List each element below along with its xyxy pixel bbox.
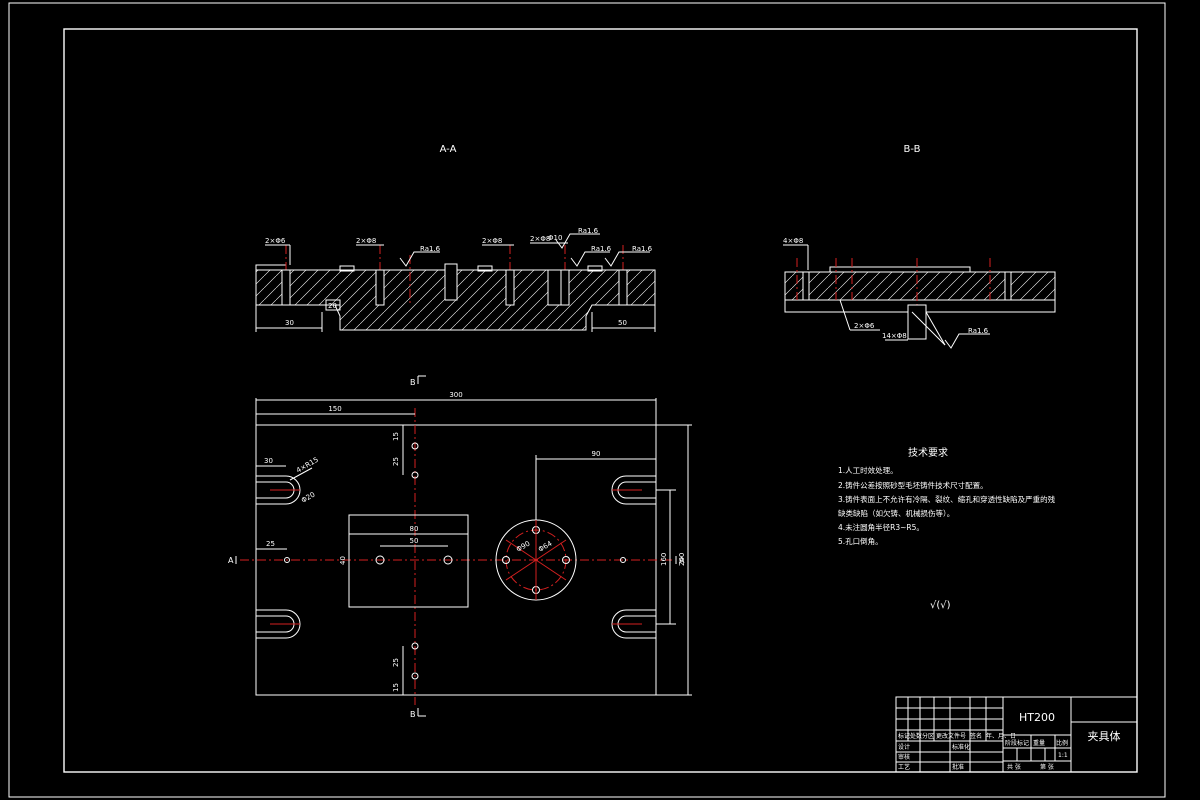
title-block-part-name: 夹具体 (1088, 729, 1121, 743)
plan-dim-rect-w: 80 (410, 525, 419, 533)
tb-cell-stage: 阶段标记 (1005, 739, 1029, 747)
aa-hole-label-5: Φ10 (548, 234, 562, 242)
plan-marker-b-bot: B (410, 710, 416, 719)
plan-dim-slot-d: Φ20 (300, 491, 316, 505)
tb-cell-weight: 重量 (1033, 739, 1045, 747)
aa-roughness-1: Ra1.6 (420, 245, 441, 253)
tech-req-item-2: 2.铸件公差按照砂型毛坯铸件技术尺寸配置。 (838, 480, 988, 490)
tech-req-item-4: 缺类缺陷（如欠铸、机械损伤等）。 (838, 508, 954, 518)
plan-dim-v-bot1: 25 (392, 658, 400, 667)
tb-cell-standard: 标准化 (952, 743, 970, 751)
tb-cell-count: 处数 (910, 732, 922, 740)
technical-requirements: 技术要求 1.人工时效处理。 2.铸件公差按照砂型毛坯铸件技术尺寸配置。 3.铸… (838, 446, 1056, 611)
plan-dim-slot-r: 4×R15 (295, 456, 320, 475)
aa-hole-label-2: 2×Φ8 (356, 237, 376, 245)
section-bb: B-B 4×Φ8 2×Φ6 14×Φ8 Ra1.6 (783, 144, 1056, 349)
tb-cell-zone: 分区 (922, 732, 934, 740)
aa-roughness-4: Ra1.6 (632, 245, 653, 253)
plan-dim-overall: 300 (449, 391, 462, 399)
tb-cell-date: 年、月、日 (986, 732, 1016, 740)
plan-dim-v-top2: 25 (392, 457, 400, 466)
title-block: HT200 夹具体 1:1 标记 处数 分区 更改文件号 签名 年、月、日 设计… (895, 696, 1138, 773)
tb-cell-process: 工艺 (898, 763, 910, 771)
aa-roughness-2: Ra1.6 (578, 227, 599, 235)
aa-roughness-3: Ra1.6 (591, 245, 612, 253)
plan-dim-height-total: 200 (678, 553, 686, 566)
plan-view: Φ90 Φ64 300 150 B B A A 30 4×R15 Φ20 90 … (228, 375, 692, 719)
plan-dim-slot-left: 30 (264, 457, 273, 465)
tb-cell-doc: 更改文件号 (936, 732, 966, 740)
plan-dim-rect-inner: 50 (410, 537, 419, 545)
section-bb-body (784, 271, 1056, 301)
section-aa: A-A 2×Φ6 2×Φ8 2×Φ8 2×Φ8 Φ10 Ra1.6 (255, 144, 656, 332)
tech-req-item-5: 4.未注圆角半径R3~R5。 (838, 522, 924, 532)
plan-marker-b-top: B (410, 378, 416, 387)
tb-cell-design: 设计 (898, 743, 910, 751)
section-aa-title: A-A (440, 144, 457, 155)
plan-dim-hole-x: 25 (266, 540, 275, 548)
aa-bottom-dim-right: 50 (618, 319, 627, 327)
plan-circle-pcd: Φ64 (537, 539, 554, 553)
plan-dim-v-bot2: 15 (392, 683, 400, 692)
bb-hole-label: 4×Φ8 (783, 237, 803, 245)
bb-note-1: 2×Φ6 (854, 322, 875, 330)
bb-roughness: Ra1.6 (968, 327, 989, 335)
aa-bottom-dim-left: 30 (285, 319, 294, 327)
tb-cell-review: 审核 (898, 753, 910, 761)
tb-cell-sheet: 第 张 (1040, 763, 1054, 771)
plan-inner-rect (348, 514, 469, 608)
title-block-material: HT200 (1019, 711, 1055, 724)
plan-dim-rect-h: 40 (339, 556, 347, 565)
tb-cell-total: 共 张 (1007, 763, 1021, 771)
sheet-inner-border (63, 28, 1138, 773)
tb-cell-mark: 标记 (898, 732, 910, 740)
tech-req-item-1: 1.人工时效处理。 (838, 465, 898, 475)
plan-marker-a-left: A (228, 556, 234, 565)
aa-hole-label-4: 2×Φ8 (530, 235, 550, 243)
plan-dim-left: 150 (328, 405, 341, 413)
plan-dim-height-inner: 160 (660, 553, 668, 566)
tech-req-title: 技术要求 (908, 446, 948, 459)
plan-dim-v-top1: 15 (392, 432, 400, 441)
roughness-general: √(√) (930, 600, 951, 611)
aa-hole-label-3: 2×Φ8 (482, 237, 502, 245)
bb-note-2: 14×Φ8 (882, 332, 907, 340)
tech-req-item-6: 5.孔口倒角。 (838, 536, 883, 546)
aa-bottom-dim-mid: 20 (328, 302, 337, 310)
plan-marker-a-right: A (679, 556, 685, 565)
plan-dim-right-x: 90 (592, 450, 601, 458)
aa-hole-label-1: 2×Φ6 (265, 237, 286, 245)
tb-cell-approve: 批准 (952, 763, 964, 771)
title-block-scale: 1:1 (1058, 752, 1068, 759)
tech-req-item-3: 3.铸件表面上不允许有冷隔、裂纹、缩孔和穿透性缺陷及严重的残 (838, 494, 1056, 504)
sheet-outer-border (8, 2, 1166, 798)
section-bb-title: B-B (904, 144, 921, 155)
tb-cell-ratio: 比例 (1056, 739, 1068, 747)
tb-cell-sign: 签名 (970, 732, 982, 740)
